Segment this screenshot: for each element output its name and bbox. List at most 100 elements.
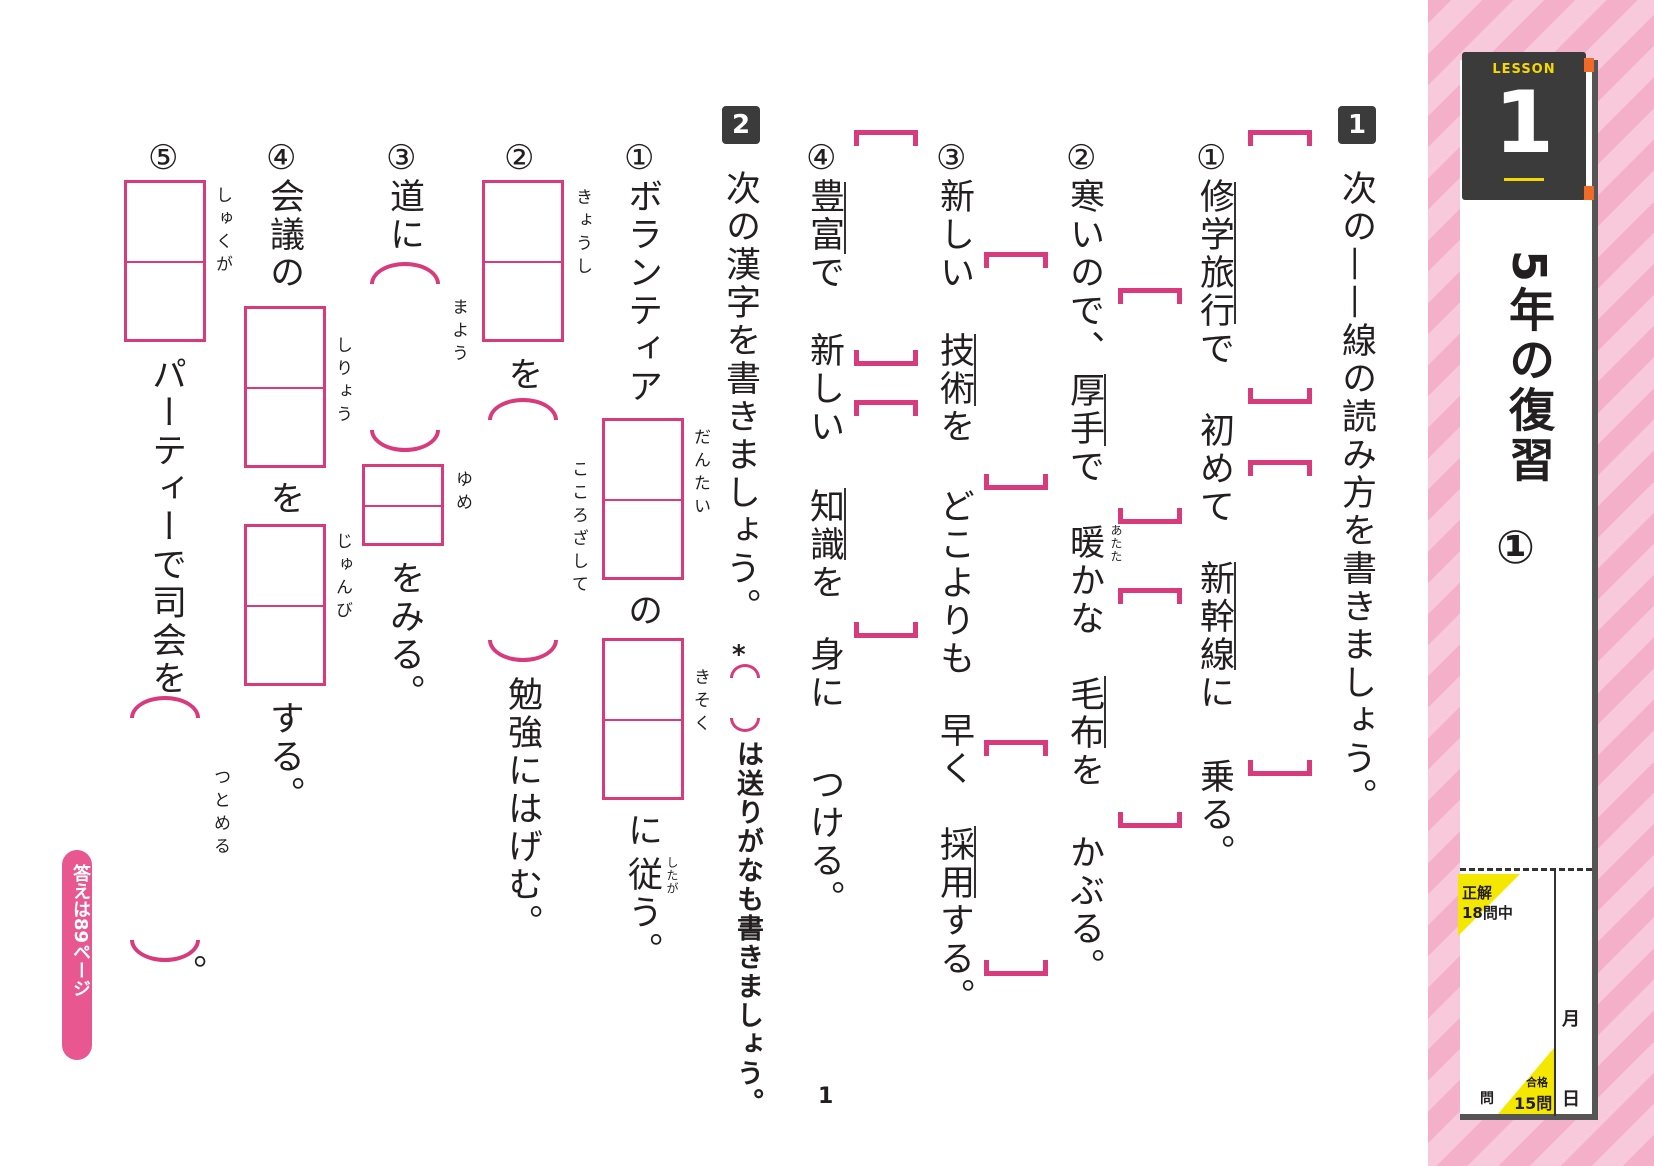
s1-q3-underline2 <box>974 826 976 898</box>
s1-q4-bracket-open1 <box>854 130 918 146</box>
s1-q2-a: 寒いので、 <box>1064 178 1104 368</box>
page-number: 1 <box>818 1084 834 1109</box>
s1-q1-bracket-close1 <box>1248 388 1312 404</box>
s2-q3-ruby1: まよう <box>448 298 468 367</box>
s2-q4-a: 会議の <box>264 178 304 292</box>
s1-q2-d: 毛布を <box>1064 676 1104 790</box>
lesson-card <box>1460 60 1598 1120</box>
s1-q1-underline2 <box>1234 562 1236 670</box>
s2-q1-box1 <box>602 418 684 580</box>
s1-q1-bracket-open2 <box>1248 460 1312 476</box>
s1-q3-e: 採用する。 <box>934 826 974 1016</box>
section1-badge: 1 <box>1338 106 1376 144</box>
s2-q1-num: ① <box>624 138 655 178</box>
lesson-number: 1 <box>1494 73 1554 173</box>
lesson-subtitle: ① <box>1496 520 1535 574</box>
s2-q1-b: の <box>622 592 662 630</box>
s2-q5-a: パーティーで司会を <box>146 356 186 698</box>
s1-q4-bracket-close2 <box>854 622 918 638</box>
s2-q3-paren-close <box>370 430 440 452</box>
s1-q2-underline2 <box>1104 676 1106 748</box>
s1-q2-b: 厚手で <box>1064 372 1104 486</box>
pass-label: 合格 <box>1526 1076 1548 1089</box>
answer-ref-pill[interactable]: 答えは89ページ <box>62 850 92 1060</box>
section2-note-paren-close <box>730 718 760 732</box>
s1-q3-c: どこよりも <box>934 488 974 678</box>
s1-q2-bracket-close2 <box>1118 812 1182 828</box>
s1-q2-num: ② <box>1066 138 1097 178</box>
s1-q1-d: 乗る。 <box>1194 758 1234 872</box>
s1-q1-bracket-close2 <box>1248 760 1312 776</box>
day-label: 日 <box>1562 1089 1580 1110</box>
s2-q1-ruby-d: したが <box>665 856 679 895</box>
tab-corner-bottom <box>1584 186 1594 200</box>
s2-q5-num: ⑤ <box>148 138 179 178</box>
answer-ref-text: 答えは89ページ <box>70 864 91 998</box>
s2-q5-ruby2: つとめる <box>210 768 230 860</box>
s1-q4-e: つける。 <box>804 766 844 918</box>
s2-q3-ruby2: ゆめ <box>452 470 472 516</box>
lesson-title: 5年の復習 <box>1502 250 1556 487</box>
s2-q3-num: ③ <box>386 138 417 178</box>
s1-q2-ruby: あたた <box>1109 524 1123 563</box>
s1-q1-c: 新幹線に <box>1194 560 1234 712</box>
s1-q3-bracket-open1 <box>984 252 1048 268</box>
s2-q1-ruby2: きそく <box>690 668 710 737</box>
s2-q5-ruby1: しゅくが <box>212 186 232 278</box>
s1-q4-num: ④ <box>806 138 837 178</box>
pass-count: 15問 <box>1514 1094 1553 1113</box>
tab-corner-top <box>1584 58 1594 72</box>
s1-q4-c: 知識を <box>804 488 844 602</box>
s1-q3-a: 新しい <box>934 178 974 292</box>
section2-note: は送りがなも書きましょう。 <box>732 740 763 1117</box>
s1-q4-b: 新しい <box>804 332 844 446</box>
section1-instruction: 次の——線の読み方を書きましょう。 <box>1336 170 1376 816</box>
s1-q3-underline1 <box>974 334 976 406</box>
s2-q3-a: 道に <box>384 178 424 254</box>
s2-q1-ruby1: だんたい <box>690 428 710 520</box>
s2-q2-b: 勉強にはげむ。 <box>502 676 542 942</box>
s1-q1-b: 初めて <box>1194 412 1234 526</box>
score-unit: 問 <box>1480 1091 1494 1107</box>
month-label: 月 <box>1562 1009 1580 1030</box>
s1-q4-d: 身に <box>804 636 844 712</box>
score-corner <box>1458 874 1520 936</box>
s1-q2-underline1 <box>1104 374 1106 446</box>
s1-q1-a: 修学旅行で <box>1194 178 1234 368</box>
s2-q4-box2 <box>244 524 326 686</box>
section2-note-star: * <box>732 640 746 670</box>
s1-q2-bracket-open2 <box>1118 588 1182 604</box>
s1-q4-bracket-open2 <box>854 400 918 416</box>
s2-q2-box <box>482 180 564 342</box>
s2-q5-paren-open <box>130 696 200 718</box>
score-column-line <box>1554 868 1556 1116</box>
s2-q4-b: を <box>264 480 304 518</box>
s1-q2-bracket-open1 <box>1118 288 1182 304</box>
s1-q3-bracket-open2 <box>984 740 1048 756</box>
s2-q4-num: ④ <box>266 138 297 178</box>
s2-q1-box2 <box>602 638 684 800</box>
s1-q3-bracket-close2 <box>984 960 1048 976</box>
s1-q4-underline1 <box>844 182 846 254</box>
section2-badge: 2 <box>722 106 760 144</box>
s1-q2-c: 暖かな <box>1064 524 1104 638</box>
s1-q4-bracket-close1 <box>854 350 918 366</box>
s2-q3-paren-open <box>370 262 440 284</box>
s2-q2-ruby2: こころざして <box>568 460 588 598</box>
lesson-tag: LESSON <box>1492 62 1556 77</box>
pass-corner <box>1498 1048 1554 1114</box>
s2-q3-b: をみる。 <box>384 560 424 712</box>
s1-q4-underline2 <box>844 488 846 560</box>
score-total-label: 18問中 <box>1462 904 1513 922</box>
s2-q2-a: を <box>502 356 542 394</box>
lesson-tab: LESSON 1 <box>1462 52 1586 200</box>
score-divider <box>1460 868 1592 871</box>
s2-q5-box <box>124 180 206 342</box>
s1-q1-num: ① <box>1196 138 1227 178</box>
s2-q4-ruby1: しりょう <box>332 336 352 428</box>
section2-note-paren-open <box>730 664 760 678</box>
s2-q1-c: に <box>622 812 662 850</box>
s2-q2-ruby1: きょうし <box>572 188 592 280</box>
s2-q2-paren-open <box>488 398 558 420</box>
s2-q4-c: する。 <box>264 700 304 814</box>
